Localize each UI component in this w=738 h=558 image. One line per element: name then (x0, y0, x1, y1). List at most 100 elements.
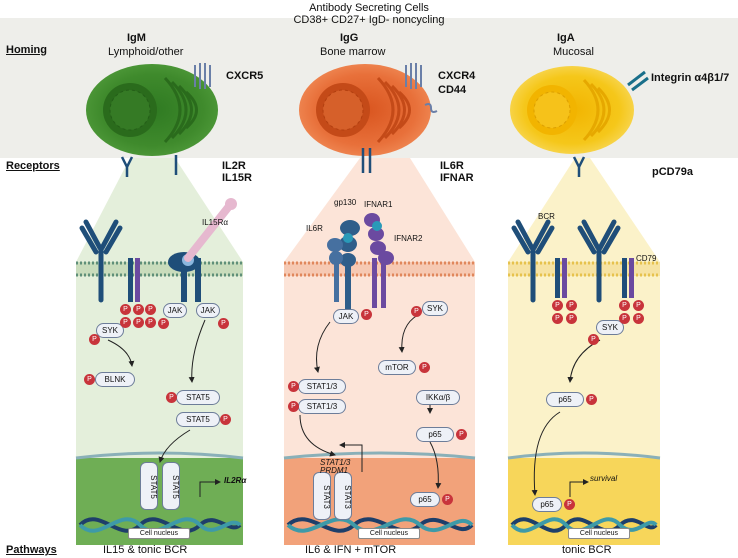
iga-isotype: IgA (557, 32, 575, 44)
integrin-glyph (627, 70, 649, 92)
igm-stat5-dimer-b-label: STAT5 (170, 475, 180, 499)
igm-bcr (79, 219, 123, 303)
iga-phospho-5: P (619, 300, 630, 311)
row-label-homing: Homing (6, 44, 47, 56)
iga-pathway: tonic BCR (562, 544, 612, 556)
igm-homing-receptor: CXCR5 (226, 70, 264, 82)
iga-phospho-1: P (552, 300, 563, 311)
igg-location: Bone marrow (320, 46, 386, 58)
igm-receptor-line-2: IL15R (222, 172, 252, 184)
iga-phospho-p65-nuc: P (564, 499, 575, 510)
igm-stat5-dimer-a: STAT5 (140, 462, 158, 510)
igg-receptor-line-1: IL6R (440, 160, 464, 172)
igg-p65-nuclear-node: p65 (410, 492, 440, 507)
igm-phospho-syk: P (89, 334, 100, 345)
igm-nucleus-label: Cell nucleus (128, 528, 190, 539)
igg-stat13-node-1: STAT1/3 (298, 379, 346, 394)
igg-phospho-mtor: P (419, 362, 430, 373)
iga-phospho-syk: P (588, 334, 599, 345)
iga-phospho-2: P (552, 313, 563, 324)
igm-phospho-1: P (120, 304, 131, 315)
igm-dna (78, 517, 242, 533)
igg-jak-node: JAK (333, 309, 359, 324)
igm-jak-node-2: JAK (196, 303, 220, 318)
igm-phospho-2: P (120, 317, 131, 328)
igm-receptor-line-1: IL2R (222, 160, 246, 172)
igm-phospho-stat5a: P (166, 392, 177, 403)
igg-ifnar1-label: IFNAR1 (364, 200, 393, 209)
iga-p65-nuclear-node: p65 (532, 497, 562, 512)
igg-il6r-label: IL6R (306, 224, 323, 233)
igg-homing-receptor-2: CD44 (438, 84, 467, 96)
igg-stat3-dimer-b: STAT3 (334, 472, 352, 520)
igg-homing-receptor: CXCR4 (438, 70, 476, 82)
row-label-receptors: Receptors (6, 160, 60, 172)
iga-target-gene: survival (590, 474, 618, 483)
iga-bcr-2 (577, 219, 621, 303)
row-label-pathways: Pathways (6, 544, 57, 556)
iga-nucleus-label: Cell nucleus (568, 528, 630, 539)
iga-phospho-4: P (566, 313, 577, 324)
igg-pathway: IL6 & IFN + mTOR (305, 544, 397, 556)
igg-mtor-node: mTOR (378, 360, 416, 375)
igm-blnk-node: BLNK (95, 372, 135, 387)
igm-pathway: IL15 & tonic BCR (103, 544, 188, 556)
igg-membrane (284, 261, 475, 277)
igm-membrane (76, 261, 243, 277)
igg-phospho-stat13a: P (288, 381, 299, 392)
igm-syk-node: SYK (96, 323, 124, 338)
igg-dna (286, 517, 474, 533)
iga-receptor-line-1: pCD79a (652, 166, 693, 178)
iga-phospho-8: P (633, 313, 644, 324)
igm-plasma-cell (86, 64, 218, 156)
iga-phospho-3: P (566, 300, 577, 311)
small-receptors (120, 148, 586, 177)
igm-phospho-4: P (133, 317, 144, 328)
igg-ifnar (364, 213, 394, 308)
igg-stat3-dimer-b-label: STAT3 (342, 485, 352, 509)
igg-ikk-node: IKKα/β (416, 390, 460, 405)
igg-plasma-cell (299, 64, 431, 156)
igg-ifnar2-label: IFNAR2 (394, 234, 423, 243)
iga-bcr-label: BCR (538, 212, 555, 221)
igg-target-gene-2: PRDM1 (320, 466, 349, 475)
igg-phospho-jak: P (361, 309, 372, 320)
igm-stat5-dimer-b: STAT5 (162, 462, 180, 510)
igm-phospho-blnk: P (84, 374, 95, 385)
igg-stat3-dimer-a: STAT3 (313, 472, 331, 520)
iga-plasma-cell (510, 66, 634, 154)
igm-jak-node-1: JAK (163, 303, 187, 318)
igg-phospho-syk: P (411, 306, 422, 317)
header-line-2: CD38+ CD27+ IgD- noncycling (293, 14, 445, 26)
igg-phospho-stat13b: P (288, 401, 299, 412)
igm-phospho-5: P (145, 304, 156, 315)
igm-phospho-stat5b: P (220, 414, 231, 425)
iga-phospho-p65: P (586, 394, 597, 405)
igg-il6r (327, 238, 343, 302)
iga-homing-receptor: Integrin α4β1/7 (651, 72, 730, 84)
iga-location: Mucosal (553, 46, 594, 58)
iga-p65-node: p65 (546, 392, 584, 407)
igm-il15ra-label: IL15Rα (202, 218, 228, 227)
iga-cd79-label: CD79 (636, 254, 657, 263)
iga-syk-node: SYK (596, 320, 624, 335)
igm-phospho-6: P (145, 317, 156, 328)
igm-isotype: IgM (127, 32, 146, 44)
iga-bcr-1 (511, 219, 555, 303)
iga-dna (510, 517, 658, 533)
igg-isotype: IgG (340, 32, 359, 44)
igm-phospho-jak2: P (218, 318, 229, 329)
igm-panel (76, 158, 243, 545)
igm-location: Lymphoid/other (108, 46, 184, 58)
igg-syk-node: SYK (422, 301, 448, 316)
cxcr4-receptor-glyph (405, 63, 438, 113)
iga-phospho-7: P (633, 300, 644, 311)
igg-nucleus-label: Cell nucleus (358, 528, 420, 539)
igm-phospho-jak1: P (158, 318, 169, 329)
igg-stat13-node-2: STAT1/3 (298, 399, 346, 414)
igm-stat5-node-2: STAT5 (176, 412, 220, 427)
igg-target-gene-1: STAT1/3 (320, 458, 351, 467)
igg-phospho-p65-nuc: P (442, 494, 453, 505)
igg-receptor-line-2: IFNAR (440, 172, 474, 184)
